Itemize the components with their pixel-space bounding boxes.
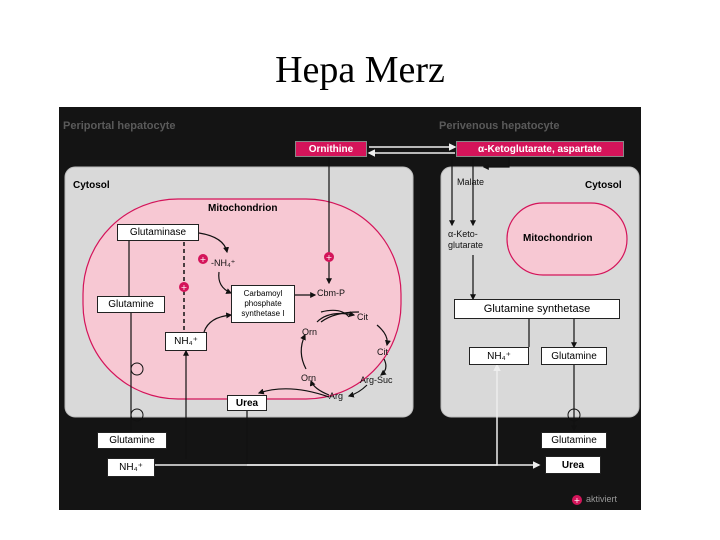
legend-label: aktiviert <box>586 494 618 504</box>
activation-marker-2: + <box>179 282 189 292</box>
orn-bottom-label: Orn <box>301 373 317 383</box>
glutamine-bottom-right-box: Glutamine <box>541 432 607 449</box>
aketoglutarate-line-2: glutarate <box>448 240 484 250</box>
nh4-bottom-left-box: NH₄⁺ <box>107 458 155 477</box>
nh4-mito-box: NH₄⁺ <box>165 332 207 351</box>
arc-orn-cit-top <box>316 311 356 323</box>
arrow-nh4-to-cps <box>218 271 233 294</box>
svg-text:+: + <box>574 496 581 505</box>
transporter-right <box>567 408 581 422</box>
nh4-free-label: -NH₄⁺ <box>211 258 236 268</box>
carbamoyl-phosphate-synthetase-box: Carbamoyl phosphate synthetase I <box>231 285 295 323</box>
arrow-glutaminase-nh4 <box>198 232 229 254</box>
activation-marker-3: + <box>324 252 334 262</box>
perivenous-header: Perivenous hepatocyte <box>439 120 560 132</box>
arc-arg-to-urea <box>257 388 330 398</box>
glutamine-bottom-left-box: Glutamine <box>97 432 167 449</box>
svg-text:+: + <box>181 283 188 292</box>
glutamine-left-box: Glutamine <box>97 296 165 313</box>
svg-text:+: + <box>326 253 333 262</box>
urea-bottom-right-box: Urea <box>545 456 601 474</box>
mitochondrion-right-label: Mitochondrion <box>523 233 593 244</box>
mitochondrion-left-label: Mitochondrion <box>208 203 278 214</box>
cps-line-3: synthetase I <box>241 309 285 318</box>
diagram-panel: + + + + Periportal hepatocyte Perivenous… <box>59 107 641 510</box>
periportal-header: Periportal hepatocyte <box>63 120 176 132</box>
transporter-left-bottom <box>130 408 144 422</box>
ketoglutarate-aspartate-box: α-Ketoglutarate, aspartate <box>456 141 624 157</box>
glutamine-right-box: Glutamine <box>541 347 607 365</box>
cytosol-right-label: Cytosol <box>585 180 622 191</box>
svg-text:+: + <box>200 255 207 264</box>
cit-top-label: Cit <box>357 312 368 322</box>
nh4-right-box: NH₄⁺ <box>469 347 529 365</box>
arc-cit-to-argsuc <box>380 358 387 376</box>
cbmp-label: Cbm-P <box>317 288 346 298</box>
arc-arg-to-orn <box>309 379 330 396</box>
activation-marker-1: + <box>198 254 208 264</box>
glutamine-synthetase-box: Glutamine synthetase <box>454 299 620 319</box>
glutaminase-box: Glutaminase <box>117 224 199 241</box>
cit-mid-label: Cit <box>377 347 388 357</box>
cps-line-1: Carbamoyl <box>243 289 283 298</box>
arc-argsuc-to-arg <box>347 384 368 398</box>
urea-left-box: Urea <box>227 395 267 411</box>
cytosol-left-label: Cytosol <box>73 180 110 191</box>
aketoglutarate-line-1: α-Keto- <box>448 229 478 239</box>
argsuc-label: Arg-Suc <box>360 375 393 385</box>
mitochondrion-right-shape <box>506 202 628 276</box>
transporter-left-top <box>130 362 144 376</box>
orn-top-label: Orn <box>302 327 318 337</box>
cps-line-2: phosphate <box>244 299 282 308</box>
legend-activation-marker: + <box>572 495 582 505</box>
ornithine-box: Ornithine <box>295 141 367 157</box>
slide-title: Hepa Merz <box>275 49 445 91</box>
arg-label: Arg <box>329 391 344 401</box>
malate-label: Malate <box>457 177 485 187</box>
arc-orn-to-orn <box>300 333 307 370</box>
arrow-nh4box-to-cps <box>203 312 233 333</box>
arc-cit-to-cit <box>376 324 391 347</box>
